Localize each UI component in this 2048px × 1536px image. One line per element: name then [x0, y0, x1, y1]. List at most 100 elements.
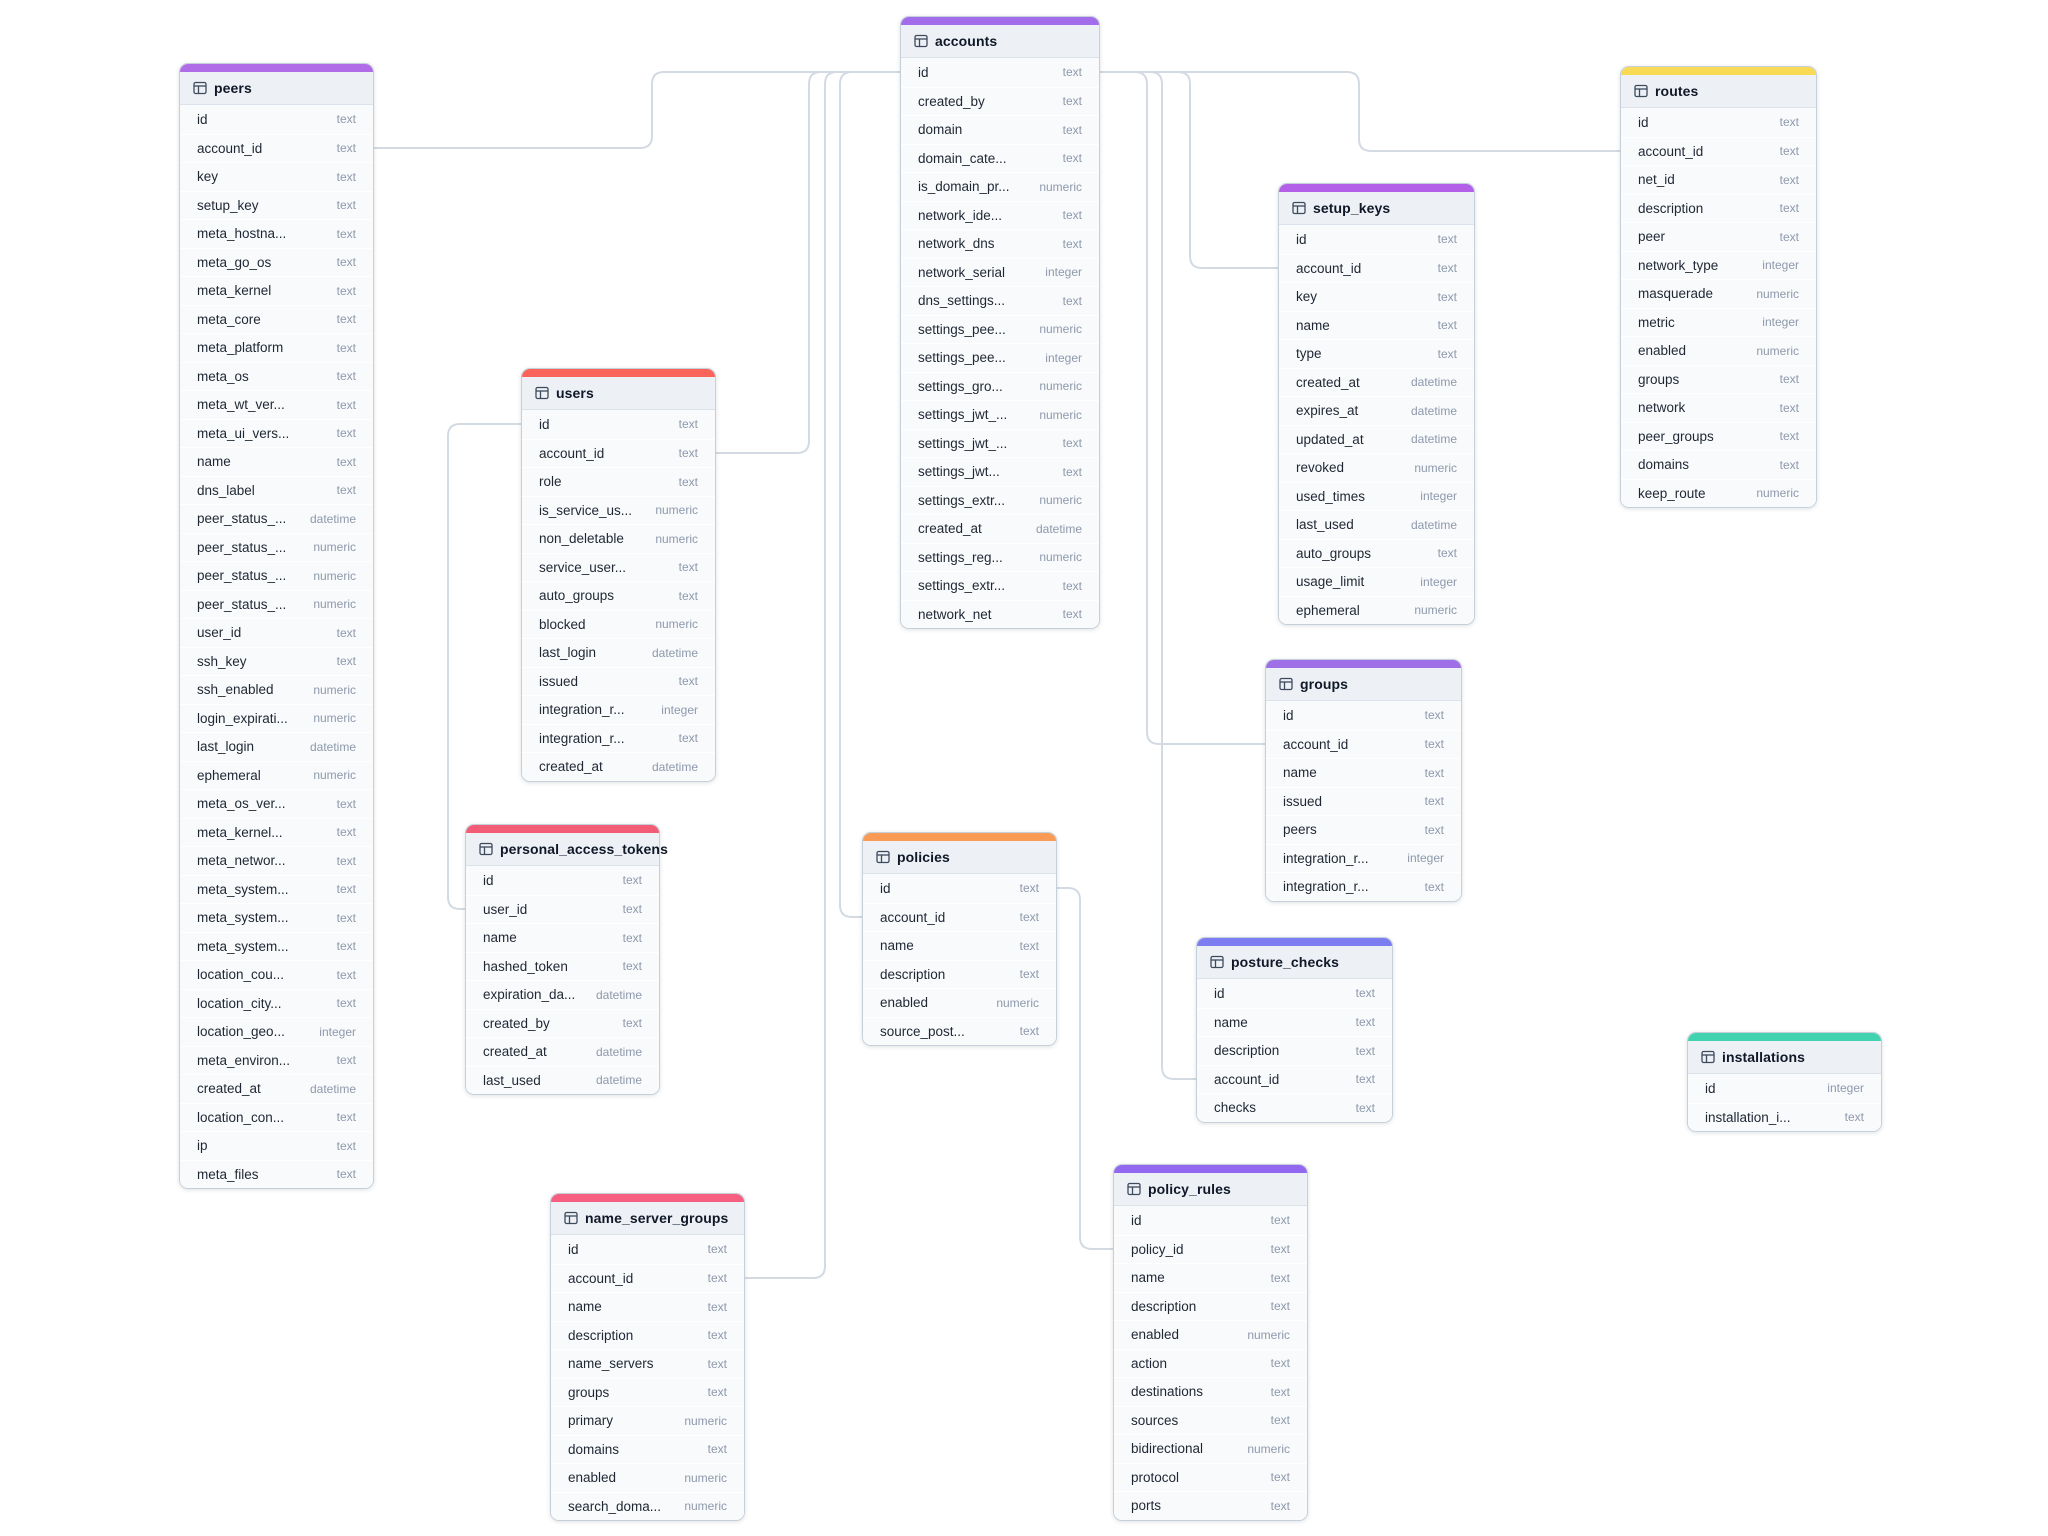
table-icon — [876, 850, 890, 864]
table-header: installations — [1688, 1041, 1881, 1074]
field-name: last_login — [539, 645, 597, 661]
field-name: location_city... — [197, 995, 282, 1011]
field-type: datetime — [1035, 521, 1082, 536]
field-type: text — [336, 397, 356, 412]
field-name: last_used — [483, 1072, 541, 1088]
table-title: name_server_groups — [585, 1210, 729, 1226]
field-name: name — [880, 938, 914, 954]
field-name: revoked — [1296, 460, 1345, 476]
field-type: text — [1779, 229, 1799, 244]
field-type: text — [678, 474, 698, 489]
field-name: enabled — [1131, 1327, 1180, 1343]
field-type: text — [1062, 65, 1082, 80]
field-type: text — [1062, 236, 1082, 251]
field-type: text — [1270, 1384, 1290, 1399]
field-type: numeric — [313, 768, 356, 783]
field-type: integer — [661, 702, 698, 717]
field-row-meta_environ: meta_environ...text — [180, 1045, 373, 1074]
field-name: id — [1283, 707, 1294, 723]
table-header: policies — [863, 841, 1056, 874]
field-type: text — [1355, 1043, 1375, 1058]
field-row-settings_jwt_: settings_jwt_...text — [901, 428, 1099, 457]
table-title: policy_rules — [1148, 1181, 1231, 1197]
field-type: text — [1270, 1242, 1290, 1257]
connector-accounts.id-to-setup_keys.account_id — [1099, 71, 1279, 269]
field-name: bidirectional — [1131, 1441, 1204, 1457]
field-name: policy_id — [1131, 1241, 1184, 1257]
field-row-expiration_da: expiration_da...datetime — [466, 980, 659, 1009]
field-name: peer_status_... — [197, 511, 287, 527]
field-name: integration_r... — [539, 730, 625, 746]
field-type: text — [336, 312, 356, 327]
field-type: text — [336, 112, 356, 127]
field-row-peer_status_: peer_status_...datetime — [180, 504, 373, 533]
field-name: network — [1638, 400, 1686, 416]
table-title: posture_checks — [1231, 954, 1340, 970]
field-type: text — [1355, 1100, 1375, 1115]
field-type: text — [336, 255, 356, 270]
table-title: policies — [897, 849, 950, 865]
field-name: user_id — [483, 901, 528, 917]
field-name: groups — [1638, 371, 1680, 387]
table-accent-bar — [1279, 184, 1474, 192]
field-row-location_con: location_con...text — [180, 1102, 373, 1131]
field-name: integration_r... — [539, 702, 625, 718]
field-name: is_service_us... — [539, 502, 633, 518]
field-name: network_net — [918, 606, 992, 622]
field-type: text — [1062, 293, 1082, 308]
connector-accounts.id-to-routes.account_id — [1099, 71, 1621, 152]
field-name: blocked — [539, 616, 586, 632]
field-row-policy_id: policy_id text — [1114, 1234, 1307, 1263]
field-name: meta_hostna... — [197, 226, 287, 242]
field-type: text — [678, 560, 698, 575]
field-type: text — [622, 873, 642, 888]
field-name: source_post... — [880, 1023, 965, 1039]
table-accent-bar — [1266, 660, 1461, 668]
field-type: text — [336, 340, 356, 355]
field-name: non_deletable — [539, 531, 624, 547]
field-name: net_id — [1638, 172, 1675, 188]
field-type: text — [336, 169, 356, 184]
field-type: numeric — [1039, 493, 1082, 508]
field-name: settings_gro... — [918, 378, 1003, 394]
field-row-settings_gro: settings_gro... numeric — [901, 371, 1099, 400]
field-type: numeric — [1039, 379, 1082, 394]
field-name: installation_i... — [1705, 1109, 1791, 1125]
field-type: text — [1424, 765, 1444, 780]
table-header: policy_rules — [1114, 1173, 1307, 1206]
field-type: numeric — [1039, 550, 1082, 565]
field-name: domain_cate... — [918, 150, 1007, 166]
table-accent-bar — [1197, 938, 1392, 946]
field-name: meta_wt_ver... — [197, 397, 285, 413]
field-name: network_ide... — [918, 207, 1003, 223]
field-row-installation_i: installation_i...text — [1688, 1102, 1881, 1131]
field-type: numeric — [1039, 179, 1082, 194]
field-name: meta_kernel — [197, 283, 272, 299]
